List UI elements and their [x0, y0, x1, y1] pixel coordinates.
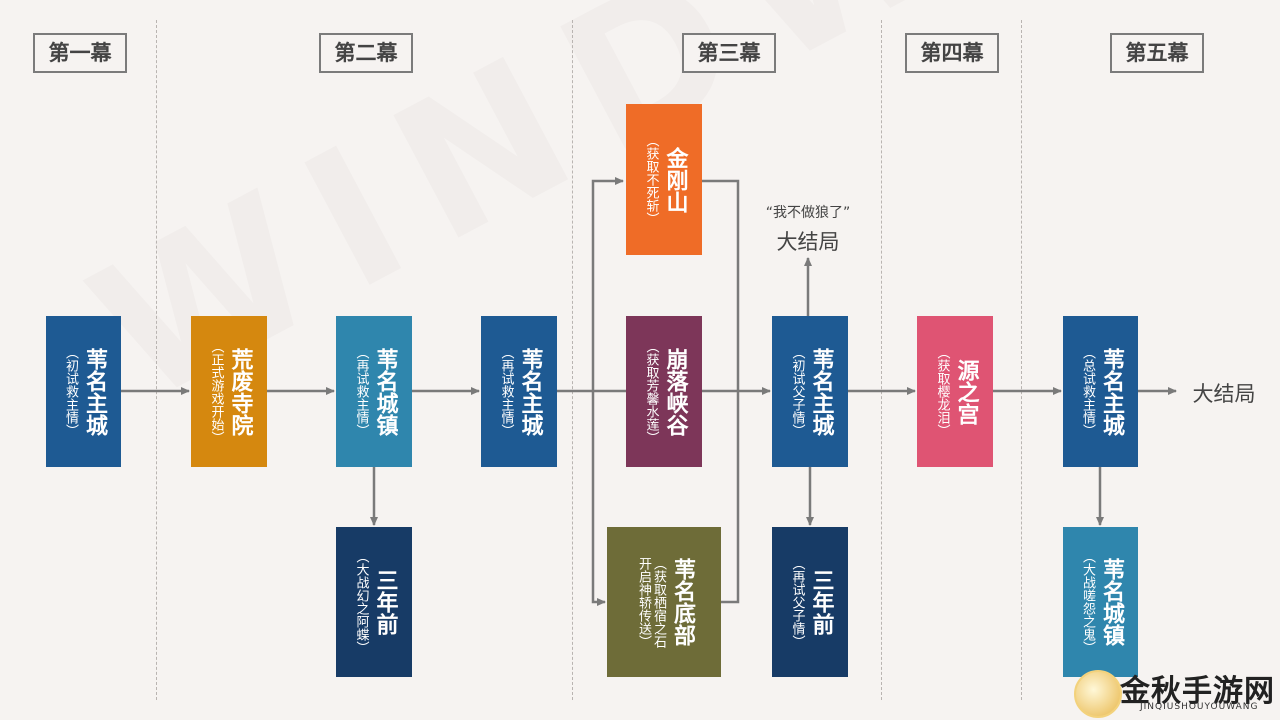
- node-subtitle: （大战嗟怨之鬼）: [1079, 550, 1095, 654]
- node-ashina-outskirts-1: 苇名城镇 （再试救主情）: [336, 316, 412, 467]
- node-subtitle: （获取芳馨水莲）: [643, 339, 659, 444]
- node-subtitle: （再试救主情）: [353, 346, 369, 437]
- node-title: 三年前: [808, 569, 834, 635]
- node-dilapidated-temple: 荒废寺院 （正式游戏开始）: [191, 316, 267, 467]
- ending-shura: “我不做狼了” 大结局: [748, 202, 868, 256]
- act-3-label: 第三幕: [682, 33, 776, 73]
- node-ashina-castle-4: 苇名主城 （总试救主情）: [1063, 316, 1138, 467]
- node-title: 荒废寺院: [227, 347, 253, 436]
- node-subtitle: （再试救主情）: [498, 346, 514, 437]
- logo-text: 金秋手游网: [1120, 674, 1275, 709]
- node-title: 苇名主城: [517, 347, 543, 436]
- node-title: 金刚山: [662, 146, 688, 213]
- node-subtitle: （正式游戏开始）: [208, 339, 224, 444]
- node-ashina-outskirts-2: 苇名城镇 （大战嗟怨之鬼）: [1063, 527, 1138, 677]
- node-fallen-valley: 崩落峡谷 （获取芳馨水莲）: [626, 316, 702, 467]
- node-title: 苇名主城: [1098, 347, 1124, 436]
- node-subtitle: （初试父子情）: [789, 346, 805, 437]
- node-title: 苇名底部: [669, 558, 695, 646]
- logo-emblem-icon: [1074, 670, 1122, 718]
- node-title: 苇名城镇: [372, 347, 398, 436]
- node-subtitle: （获取栖宿之石 开启神轿传送）: [636, 556, 666, 648]
- node-subtitle: （再试父子情）: [789, 556, 805, 648]
- node-title: 苇名主城: [808, 347, 834, 436]
- node-ashina-depths: 苇名底部 （获取栖宿之石 开启神轿传送）: [607, 527, 721, 677]
- node-three-years-ago-2: 三年前 （再试父子情）: [772, 527, 848, 677]
- logo-subtext: JINQIUSHOUYOUWANG: [1140, 702, 1259, 712]
- node-subtitle: （获取不死斩）: [643, 134, 659, 225]
- node-subtitle: （初试救主情）: [62, 346, 78, 437]
- act-4-label: 第四幕: [905, 33, 999, 73]
- ending-final: 大结局: [1192, 382, 1256, 406]
- act-divider: [156, 20, 157, 700]
- node-subtitle: （大战幻之阿蝶）: [353, 550, 369, 654]
- act-divider: [1021, 20, 1022, 700]
- ending-title: 大结局: [776, 230, 840, 254]
- node-title: 苇名城镇: [1098, 558, 1124, 646]
- act-divider: [572, 20, 573, 700]
- node-title: 三年前: [372, 569, 398, 635]
- node-title: 源之宫: [953, 358, 979, 425]
- act-divider: [881, 20, 882, 700]
- act-2-label: 第二幕: [319, 33, 413, 73]
- node-fountainhead-palace: 源之宫 （获取樱龙泪）: [917, 316, 993, 467]
- node-subtitle: （获取樱龙泪）: [934, 346, 950, 437]
- node-ashina-castle-3: 苇名主城 （初试父子情）: [772, 316, 848, 467]
- act-5-label: 第五幕: [1110, 33, 1204, 73]
- node-title: 苇名主城: [81, 347, 107, 436]
- site-logo: 金秋手游网 JINQIUSHOUYOUWANG: [1074, 664, 1280, 720]
- node-three-years-ago-1: 三年前 （大战幻之阿蝶）: [336, 527, 412, 677]
- node-ashina-castle-2: 苇名主城 （再试救主情）: [481, 316, 557, 467]
- node-title: 崩落峡谷: [662, 347, 688, 436]
- ending-quote: “我不做狼了”: [765, 205, 851, 221]
- act-1-label: 第一幕: [33, 33, 127, 73]
- node-subtitle: （总试救主情）: [1079, 346, 1095, 437]
- node-ashina-castle-1: 苇名主城 （初试救主情）: [46, 316, 121, 467]
- node-kongo-mountain: 金刚山 （获取不死斩）: [626, 104, 702, 255]
